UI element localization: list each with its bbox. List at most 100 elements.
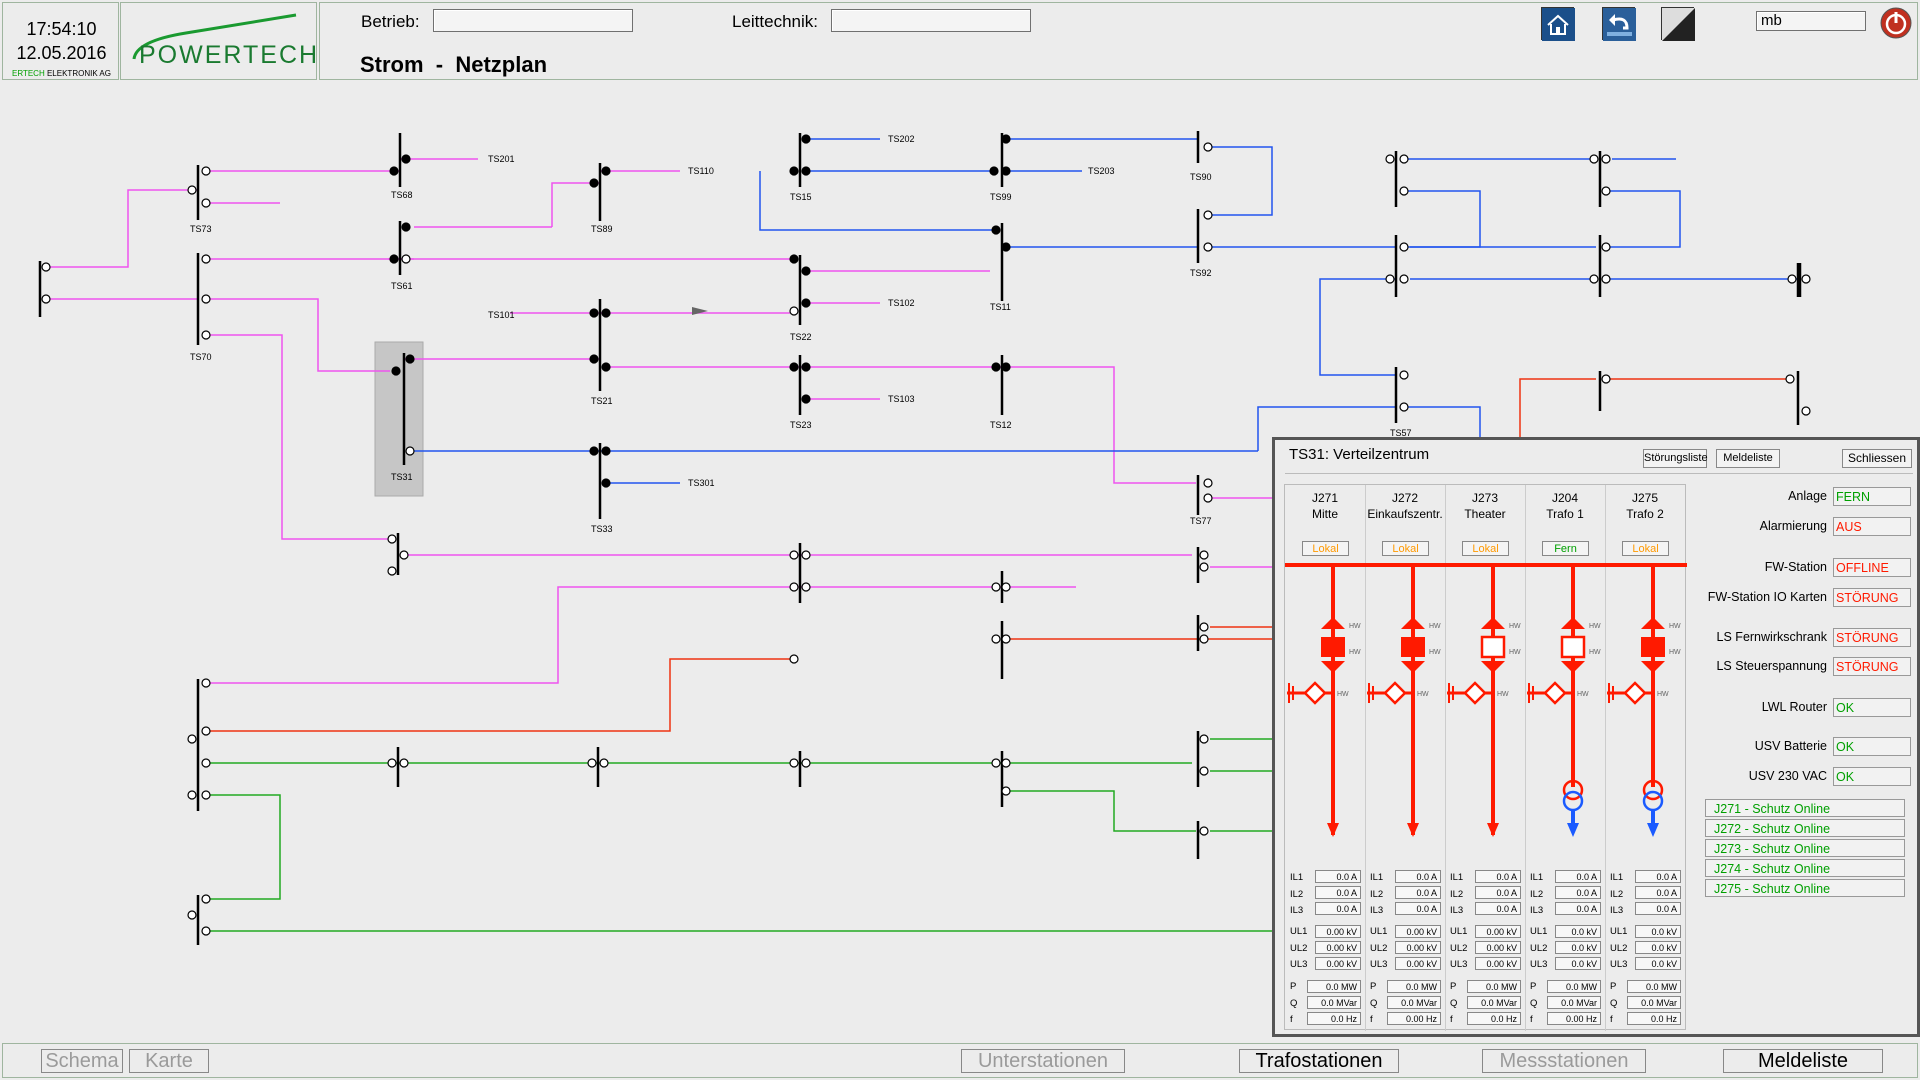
il3-value: 0.0 A [1395,902,1441,915]
feeder-mode-badge[interactable]: Fern [1542,541,1589,556]
leittechnik-label: Leittechnik: [732,12,818,31]
leittechnik-field[interactable] [831,9,1031,32]
ul3-value: 0.00 kV [1475,957,1521,970]
trafostationen-button[interactable]: Trafostationen [1239,1049,1399,1073]
feeder-mode-badge[interactable]: Lokal [1382,541,1429,556]
karte-button[interactable]: Karte [129,1049,209,1073]
busbars [38,131,1802,945]
meldeliste-footer-button[interactable]: Meldeliste [1723,1049,1883,1073]
back-button[interactable] [1602,7,1636,41]
status-list: Anlage FERN Alarmierung AUS FW-Station O… [1697,480,1917,786]
status-value: OFFLINE [1833,558,1911,577]
status-value: STÖRUNG [1833,588,1911,607]
label-ts57: TS57 [1390,428,1412,438]
ul1-value: 0.00 kV [1315,925,1361,938]
p-value: 0.0 MW [1547,980,1601,993]
il2-value: 0.0 A [1475,886,1521,899]
label-ts22: TS22 [790,332,812,342]
protection-item: J272 - Schutz Online [1705,819,1905,837]
il3-value: 0.0 A [1475,902,1521,915]
schema-button[interactable]: Schema [41,1049,123,1073]
ul2-value: 0.00 kV [1315,941,1361,954]
feeder-schematic-icon: HW HW HW [1447,565,1521,837]
il3-value: 0.0 A [1315,902,1361,915]
feeder-schematic-icon: HW HW HW [1527,565,1601,837]
feeder-schematic-icon: HW HW HW [1287,565,1361,837]
protection-item: J274 - Schutz Online [1705,859,1905,877]
label-ts92: TS92 [1190,268,1212,278]
flow-arrow-icon [692,307,708,315]
il1-value: 0.0 A [1555,870,1601,883]
messstationen-button[interactable]: Messstationen [1482,1049,1646,1073]
label-ts90: TS90 [1190,172,1212,182]
unterstationen-button[interactable]: Unterstationen [961,1049,1125,1073]
il3-value: 0.0 A [1555,902,1601,915]
ul1-value: 0.00 kV [1395,925,1441,938]
label-ts110: TS110 [688,166,714,176]
label-ts203: TS203 [1088,166,1115,176]
il1-value: 0.0 A [1635,870,1681,883]
label-ts301: TS301 [688,478,715,488]
svg-text:HW: HW [1669,649,1681,656]
home-button[interactable] [1541,7,1575,41]
contrast-button[interactable] [1661,7,1695,41]
feeder-mode-badge[interactable]: Lokal [1622,541,1669,556]
svg-text:HW: HW [1589,623,1601,630]
home-icon [1542,8,1575,41]
svg-text:HW: HW [1349,649,1361,656]
feeder-name: Trafo 1 [1546,507,1584,521]
network-diagram[interactable]: TS201 TS68 TS73 TS110 TS89 TS202 TS203 T… [0,0,1920,1040]
power-button[interactable] [1879,7,1913,40]
stoerungsliste-button[interactable]: Störungsliste [1643,449,1708,468]
feeder-mode-badge[interactable]: Lokal [1302,541,1349,556]
betrieb-field[interactable] [433,9,633,32]
ul1-value: 0.0 kV [1555,925,1601,938]
station-busbar [1285,563,1687,567]
feeder-mode-badge[interactable]: Lokal [1462,541,1509,556]
company-name: ERTECH ELEKTRONIK AG [3,69,120,78]
schliessen-button[interactable]: Schliessen [1842,449,1912,468]
protection-item: J271 - Schutz Online [1705,799,1905,817]
breakers[interactable] [41,134,1811,936]
q-value: 0.0 MVar [1547,996,1601,1009]
logo-text: POWERTECH [139,41,320,69]
station-detail-dialog[interactable]: TS31: Verteilzentrum Störungsliste Melde… [1272,437,1920,1037]
logo-swoosh-icon [132,13,297,60]
p-value: 0.0 MW [1627,980,1681,993]
feeder-grid [1285,485,1687,1031]
svg-text:HW: HW [1657,691,1669,698]
status-value: OK [1833,737,1911,756]
label-ts21: TS21 [591,396,613,406]
f-value: 0.0 Hz [1467,1012,1521,1025]
ul2-value: 0.0 kV [1635,941,1681,954]
feeder-name: Trafo 2 [1626,507,1664,521]
feeder-id: J275 [1631,491,1659,505]
user-field[interactable]: mb [1756,11,1866,31]
label-ts202: TS202 [888,134,915,144]
f-value: 0.00 Hz [1387,1012,1441,1025]
label-ts103: TS103 [888,394,915,404]
label-ts89: TS89 [591,224,613,234]
q-value: 0.0 MVar [1387,996,1441,1009]
feeder-divider [1445,485,1446,1031]
clock-date: 12.05.2016 [16,43,107,63]
status-value: STÖRUNG [1833,657,1911,676]
q-value: 0.0 MVar [1467,996,1521,1009]
svg-text:HW: HW [1577,691,1589,698]
meldeliste-button[interactable]: Meldeliste [1716,449,1780,468]
svg-text:HW: HW [1509,649,1521,656]
label-ts101: TS101 [488,310,515,320]
feeder-divider [1525,485,1526,1031]
